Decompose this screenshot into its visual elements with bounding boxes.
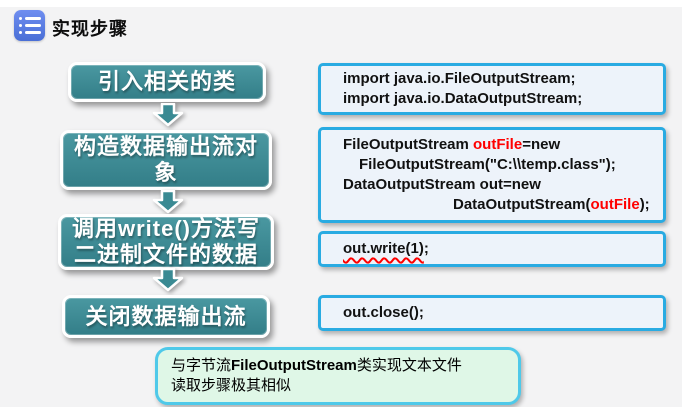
note-segment: 读取步骤极其相似 — [171, 377, 292, 394]
code-line: import java.io.FileOutputStream; — [343, 69, 655, 89]
code-line: FileOutputStream outFile=new — [343, 135, 655, 155]
list-icon — [14, 10, 45, 41]
top-strip — [0, 0, 682, 7]
code-segment: DataOutputStream out=new — [343, 176, 541, 193]
code-line: import java.io.DataOutputStream; — [343, 89, 655, 109]
code-box-stream-construction: FileOutputStream outFile=new FileOutputS… — [318, 127, 666, 223]
note-line: 与字节流FileOutputStream类实现文本文件 — [171, 356, 505, 376]
code-line: FileOutputStream("C:\\temp.class"); — [343, 155, 655, 175]
list-icon-row — [19, 24, 45, 27]
code-box-write: out.write(1); — [318, 231, 666, 267]
list-icon-dot — [19, 31, 22, 34]
code-line: DataOutputStream(outFile); — [343, 195, 655, 215]
code-line: out.close(); — [343, 303, 655, 323]
code-segment: ; — [423, 240, 429, 257]
down-arrow-icon — [152, 190, 184, 214]
list-icon-bar — [25, 17, 41, 20]
code-segment: =new — [522, 136, 561, 153]
step-box-construct-stream: 构造数据输出流对 象 — [60, 130, 272, 190]
code-segment: FileOutputStream("C:\\temp.class"); — [359, 156, 616, 173]
note-line: 读取步骤极其相似 — [171, 376, 505, 396]
code-line: out.write(1); — [343, 239, 655, 259]
note-segment: 类实现文本文件 — [356, 357, 462, 374]
code-segment-highlight: outFile — [473, 136, 523, 153]
down-arrow-icon — [152, 268, 184, 292]
code-segment: ); — [639, 196, 650, 213]
code-segment: out.close(); — [343, 304, 424, 321]
code-segment-highlight: outFile — [590, 196, 640, 213]
code-segment: import java.io.DataOutputStream; — [343, 90, 583, 107]
code-line: DataOutputStream out=new — [343, 175, 655, 195]
step-box-close-stream: 关闭数据输出流 — [62, 295, 270, 338]
note-segment-bold: FileOutputStream — [231, 357, 357, 374]
code-box-close: out.close(); — [318, 295, 666, 331]
note-segment: 与字节流 — [171, 357, 232, 374]
list-icon-bar — [25, 24, 41, 27]
list-icon-bar — [25, 31, 41, 34]
step-box-call-write: 调用write()方法写 二进制文件的数据 — [58, 214, 274, 270]
code-box-imports: import java.io.FileOutputStream; import … — [318, 63, 666, 115]
code-segment: DataOutputStream( — [453, 196, 591, 213]
list-icon-row — [19, 17, 45, 20]
page-title: 实现步骤 — [52, 19, 128, 39]
note-box: 与字节流FileOutputStream类实现文本文件 读取步骤极其相似 — [155, 347, 521, 405]
list-icon-row — [19, 31, 45, 34]
code-segment-spellcheck: out.write(1) — [343, 240, 424, 257]
step-label-line: 调用write()方法写 — [71, 216, 260, 241]
list-icon-dot — [19, 24, 22, 27]
step-label-line: 二进制文件的数据 — [73, 242, 258, 267]
code-segment: FileOutputStream — [343, 136, 474, 153]
step-label-line: 构造数据输出流对 — [73, 134, 258, 159]
step-box-import-classes: 引入相关的类 — [68, 62, 266, 102]
code-segment: import java.io.FileOutputStream; — [343, 70, 576, 87]
step-label-line: 关闭数据输出流 — [85, 303, 247, 329]
list-icon-dot — [19, 17, 22, 20]
step-label-line: 引入相关的类 — [97, 69, 236, 94]
down-arrow-icon — [152, 103, 184, 127]
step-label-line: 象 — [154, 160, 178, 185]
